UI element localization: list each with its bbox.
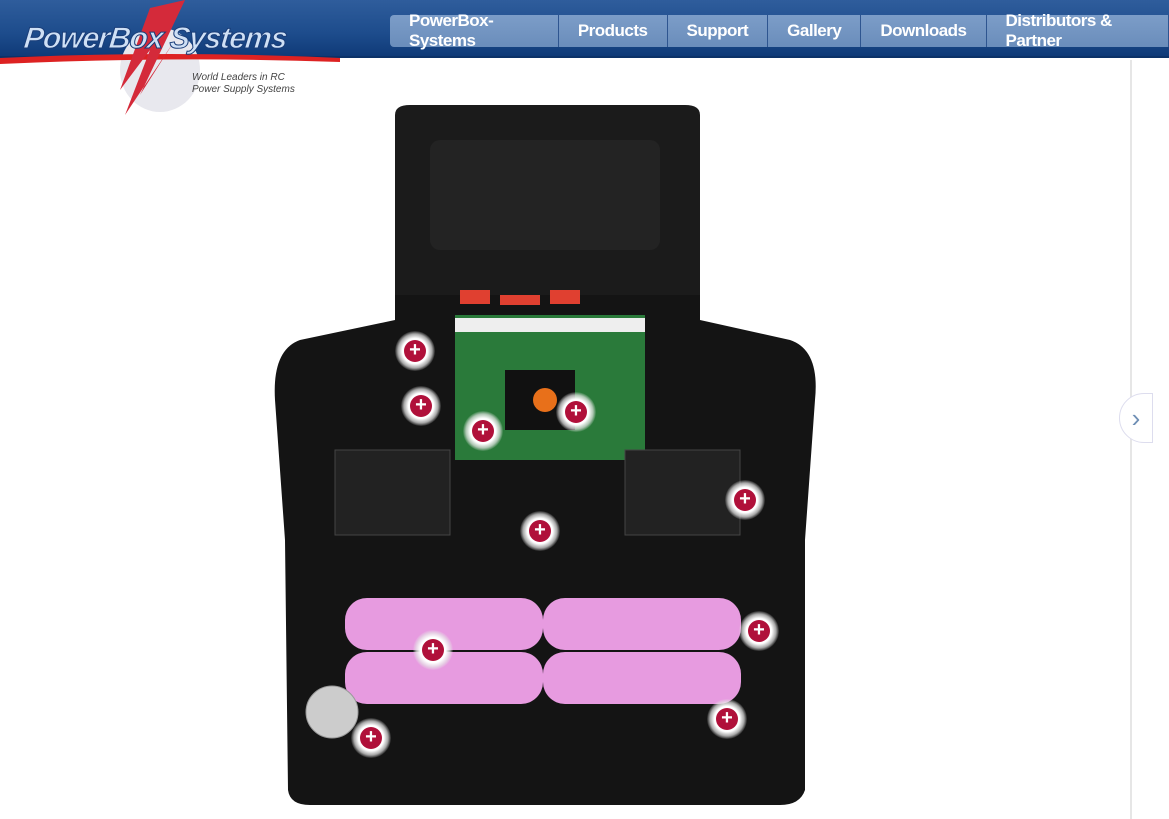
hotspot[interactable]: + (520, 511, 560, 551)
plus-icon: + (404, 340, 426, 362)
hotspot[interactable]: + (351, 718, 391, 758)
plus-icon: + (716, 708, 738, 730)
site-header: PowerBox-Systems Products Support Galler… (0, 0, 1169, 58)
chevron-right-icon: › (1131, 402, 1141, 433)
nav-downloads[interactable]: Downloads (861, 15, 987, 47)
logo-bolt-icon (0, 0, 340, 115)
nav-gallery[interactable]: Gallery (768, 15, 862, 47)
hotspot[interactable]: + (556, 392, 596, 432)
hotspot[interactable]: + (413, 630, 453, 670)
nav-distributors[interactable]: Distributors & Partner (986, 11, 1169, 50)
nav-support[interactable]: Support (667, 15, 769, 47)
hotspot[interactable]: + (707, 699, 747, 739)
plus-icon: + (422, 639, 444, 661)
hotspot[interactable]: + (725, 480, 765, 520)
plus-icon: + (734, 489, 756, 511)
plus-icon: + (748, 620, 770, 642)
hotspot[interactable]: + (395, 331, 435, 371)
tagline-1: World Leaders in RC (192, 72, 285, 83)
plus-icon: + (360, 727, 382, 749)
nav-powerbox-systems[interactable]: PowerBox-Systems (390, 11, 559, 50)
nav-products[interactable]: Products (558, 15, 668, 47)
hotspot[interactable]: + (739, 611, 779, 651)
plus-icon: + (529, 520, 551, 542)
tagline-2: Power Supply Systems (192, 84, 295, 95)
plus-icon: + (410, 395, 432, 417)
next-slide-button[interactable]: › (1119, 393, 1153, 443)
plus-icon: + (565, 401, 587, 423)
main-nav: PowerBox-Systems Products Support Galler… (390, 11, 1169, 50)
plus-icon: + (472, 420, 494, 442)
hotspot[interactable]: + (401, 386, 441, 426)
transmitter-image (274, 105, 816, 805)
hotspot[interactable]: + (463, 411, 503, 451)
